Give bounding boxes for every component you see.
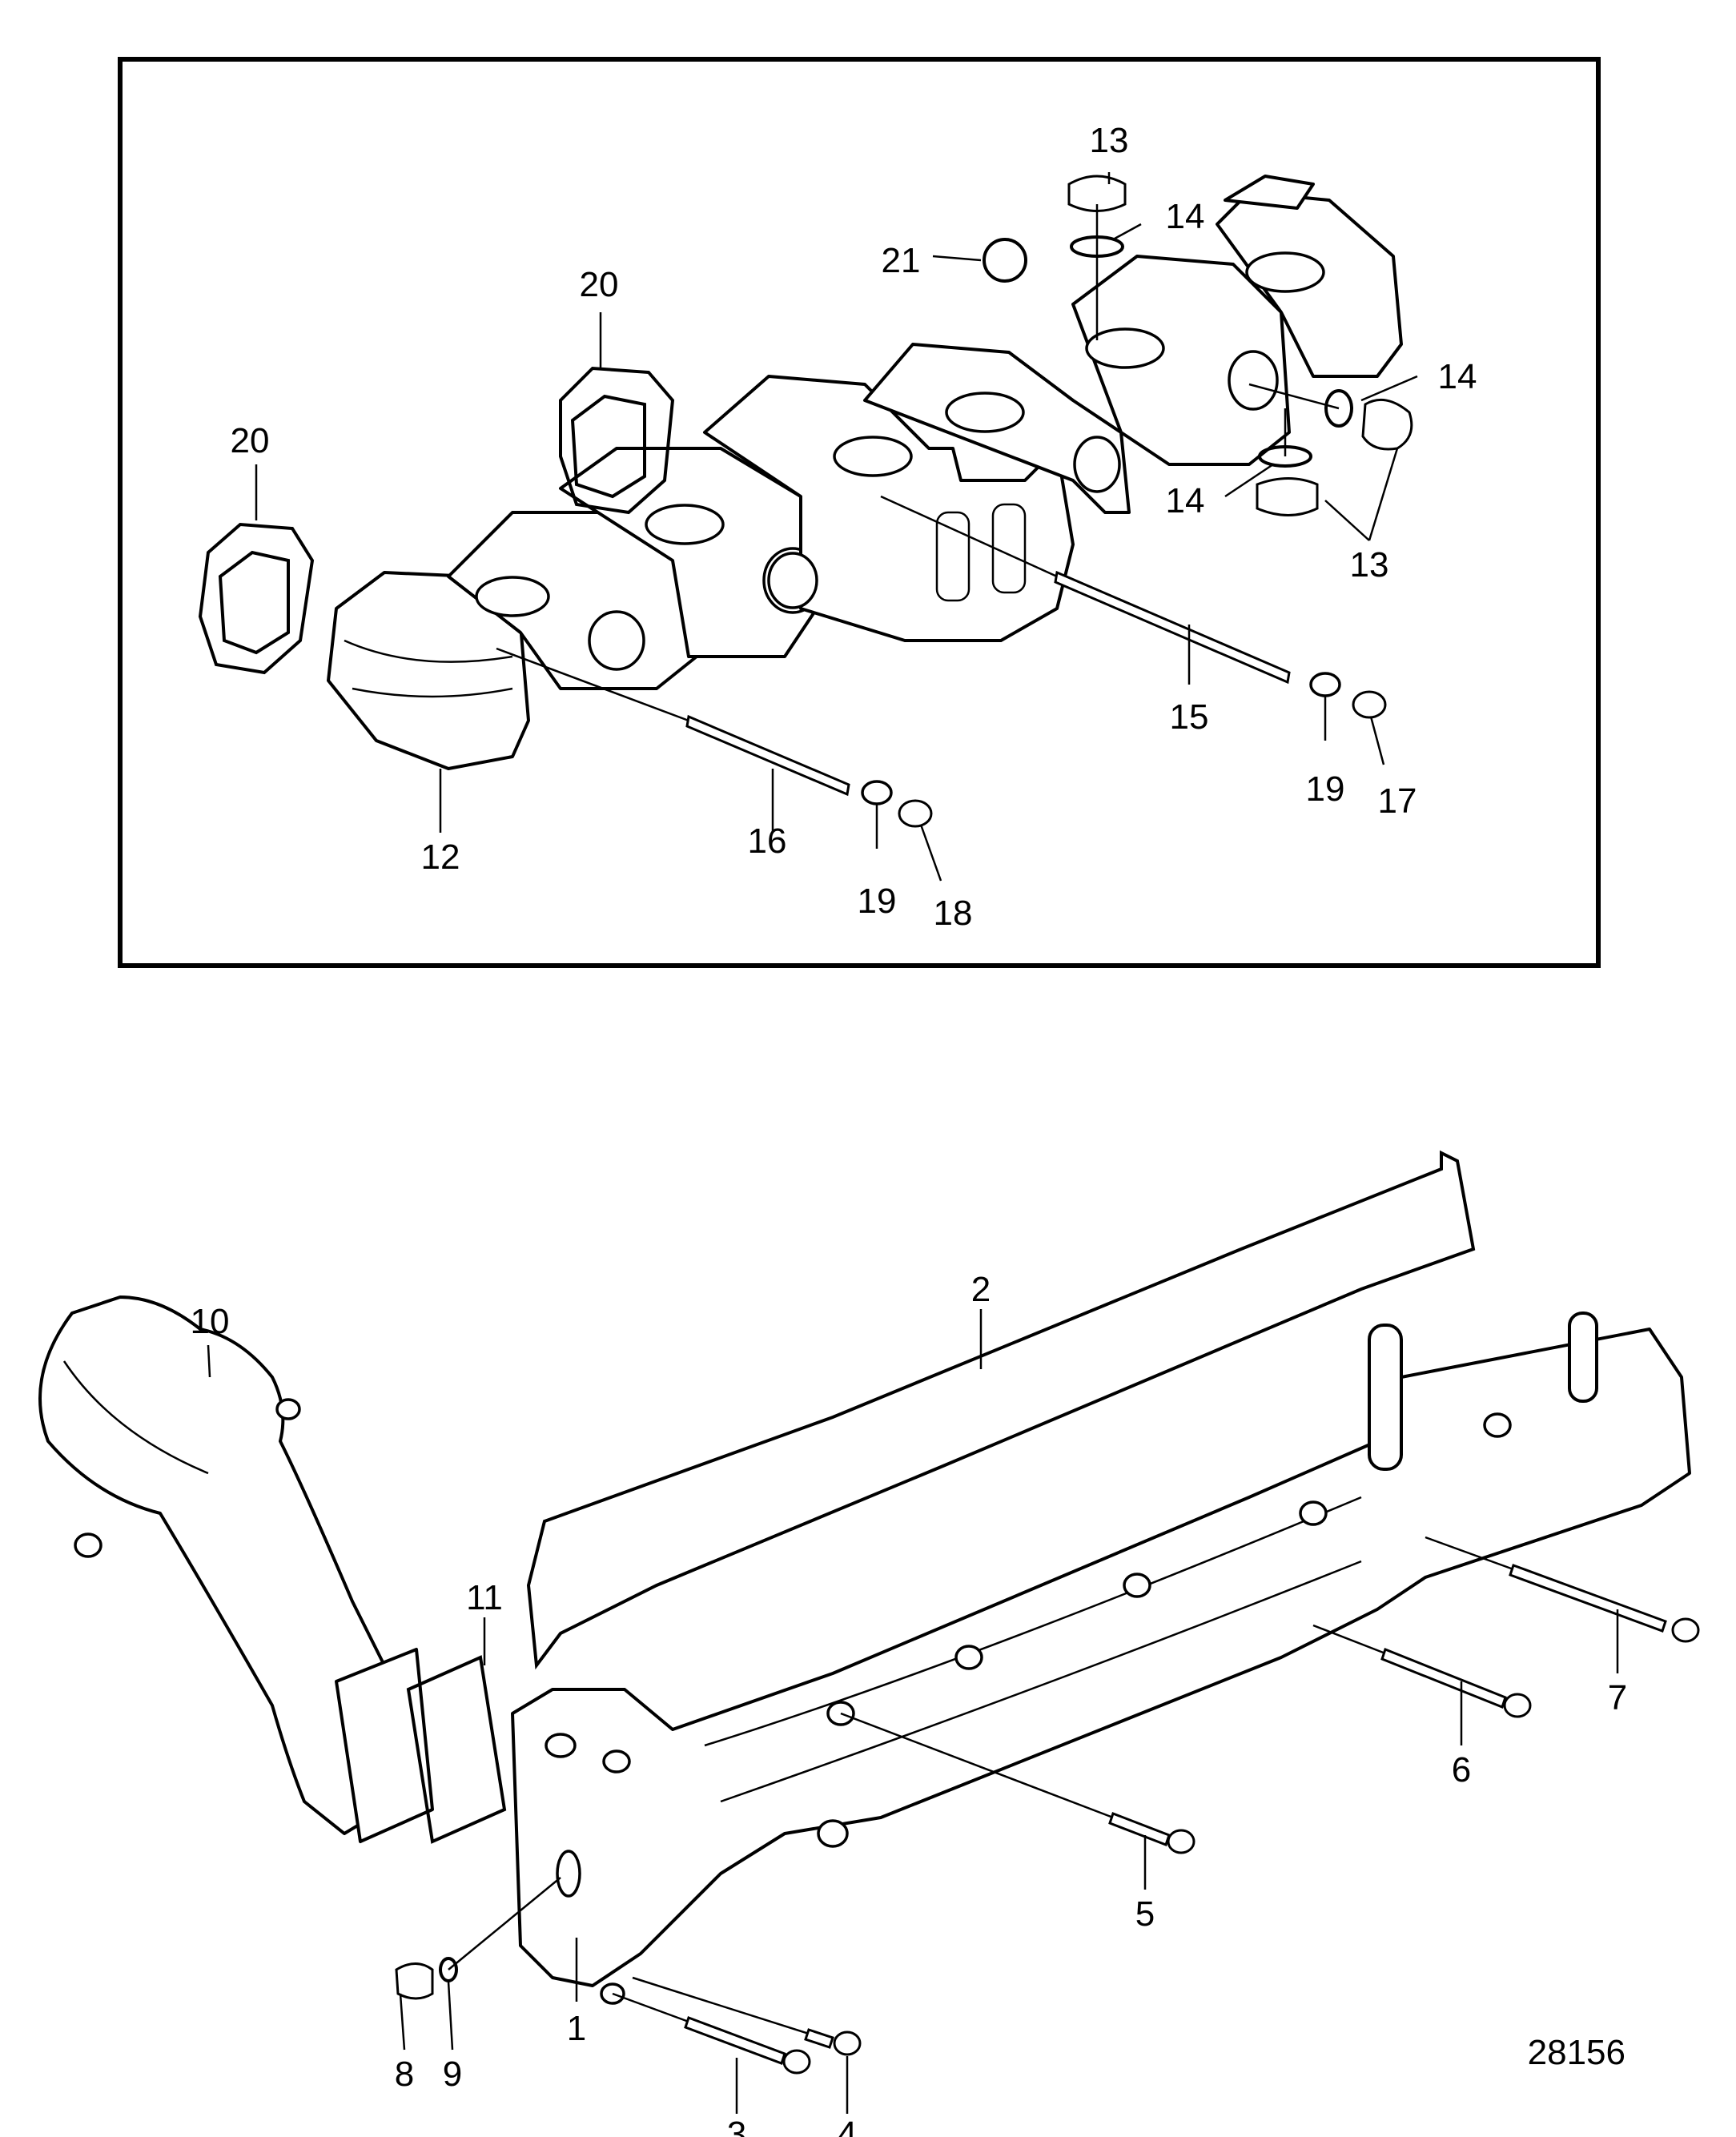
callout-14-lower: 14 [1166, 481, 1205, 520]
washer-9 [439, 1957, 458, 1982]
nut-17 [1352, 690, 1387, 719]
callout-17: 17 [1378, 781, 1417, 821]
callout-15: 15 [1170, 697, 1209, 737]
callout-13-top: 13 [1090, 121, 1129, 160]
plug-13-right [1361, 398, 1413, 451]
bolt-6 [1312, 1624, 1532, 1718]
plug-13-lower [1256, 477, 1319, 516]
callout-14-right: 14 [1438, 357, 1477, 396]
leader-lines [207, 172, 1619, 2114]
callout-21: 21 [882, 241, 921, 280]
gasket-11 [406, 1655, 507, 1844]
callout-2: 2 [971, 1270, 991, 1309]
bolt-4 [632, 1976, 862, 2056]
callout-11: 11 [466, 1578, 503, 1617]
callout-6: 6 [1452, 1750, 1471, 1790]
callout-18: 18 [934, 894, 973, 933]
callout-13-lower: 13 [1350, 545, 1389, 584]
callout-9: 9 [443, 2055, 462, 2094]
callout-20-left: 20 [231, 421, 270, 460]
gasket-2 [526, 1150, 1476, 1670]
inset-frame [118, 57, 1601, 968]
callout-20-right: 20 [580, 265, 619, 304]
callout-7: 7 [1608, 1678, 1627, 1717]
callout-5: 5 [1135, 1894, 1155, 1934]
bolt-7 [1425, 1536, 1700, 1643]
stud-16 [496, 647, 850, 797]
nut-18 [898, 799, 933, 828]
stud-15 [880, 495, 1291, 685]
callout-4: 4 [838, 2115, 857, 2137]
plug-8 [395, 1962, 434, 2000]
callout-1: 1 [567, 2009, 586, 2048]
figure-number: 28156 [1528, 2033, 1625, 2072]
bolt-5 [840, 1712, 1196, 1854]
callout-3: 3 [727, 2115, 746, 2137]
pipe-stub-2 [1568, 1312, 1598, 1403]
gasket-20-right [559, 366, 675, 515]
callout-19-right: 19 [1306, 769, 1345, 809]
o-ring-14-right [1324, 389, 1353, 428]
gasket-20-left [198, 522, 315, 675]
callout-14-top: 14 [1166, 197, 1205, 236]
o-ring-21 [983, 238, 1027, 283]
callout-10: 10 [191, 1302, 230, 1341]
callout-16: 16 [748, 821, 787, 861]
washer-19-right [1309, 672, 1341, 697]
bolt-3 [612, 1992, 811, 2075]
washer-19-left [861, 780, 893, 805]
callout-8: 8 [395, 2055, 414, 2094]
intake-manifold-1 [511, 1328, 1691, 1987]
plug-13-top [1067, 175, 1127, 212]
callout-12: 12 [421, 838, 460, 877]
callout-19-left: 19 [858, 882, 897, 921]
callout-labels: 1 2 3 4 5 6 7 8 9 10 11 12 13 13 14 14 1… [191, 121, 1628, 2137]
pipe-stub-1 [1368, 1324, 1403, 1471]
exhaust-manifold-segmented [327, 175, 1403, 770]
